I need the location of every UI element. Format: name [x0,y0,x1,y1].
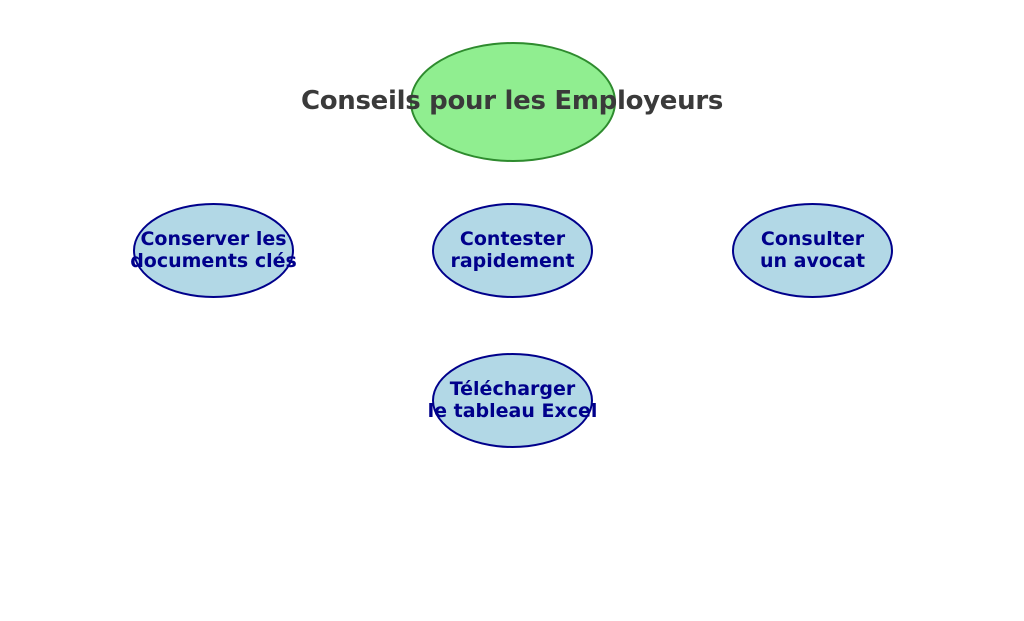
node-conserver-documents: Conserver les documents clés [130,203,297,298]
diagram-title: Conseils pour les Employeurs [300,86,724,116]
root-node-ellipse [410,42,616,162]
node-label-consulter-avocat: Consulter un avocat [759,228,866,272]
node-consulter-avocat: Consulter un avocat [732,203,893,298]
node-contester-rapidement: Contester rapidement [432,203,593,298]
node-label-telecharger-tableau-excel: Télécharger le tableau Excel [427,378,598,422]
node-label-contester-rapidement: Contester rapidement [450,228,575,272]
node-label-conserver-documents: Conserver les documents clés [130,228,297,272]
node-telecharger-tableau-excel: Télécharger le tableau Excel [428,353,597,448]
